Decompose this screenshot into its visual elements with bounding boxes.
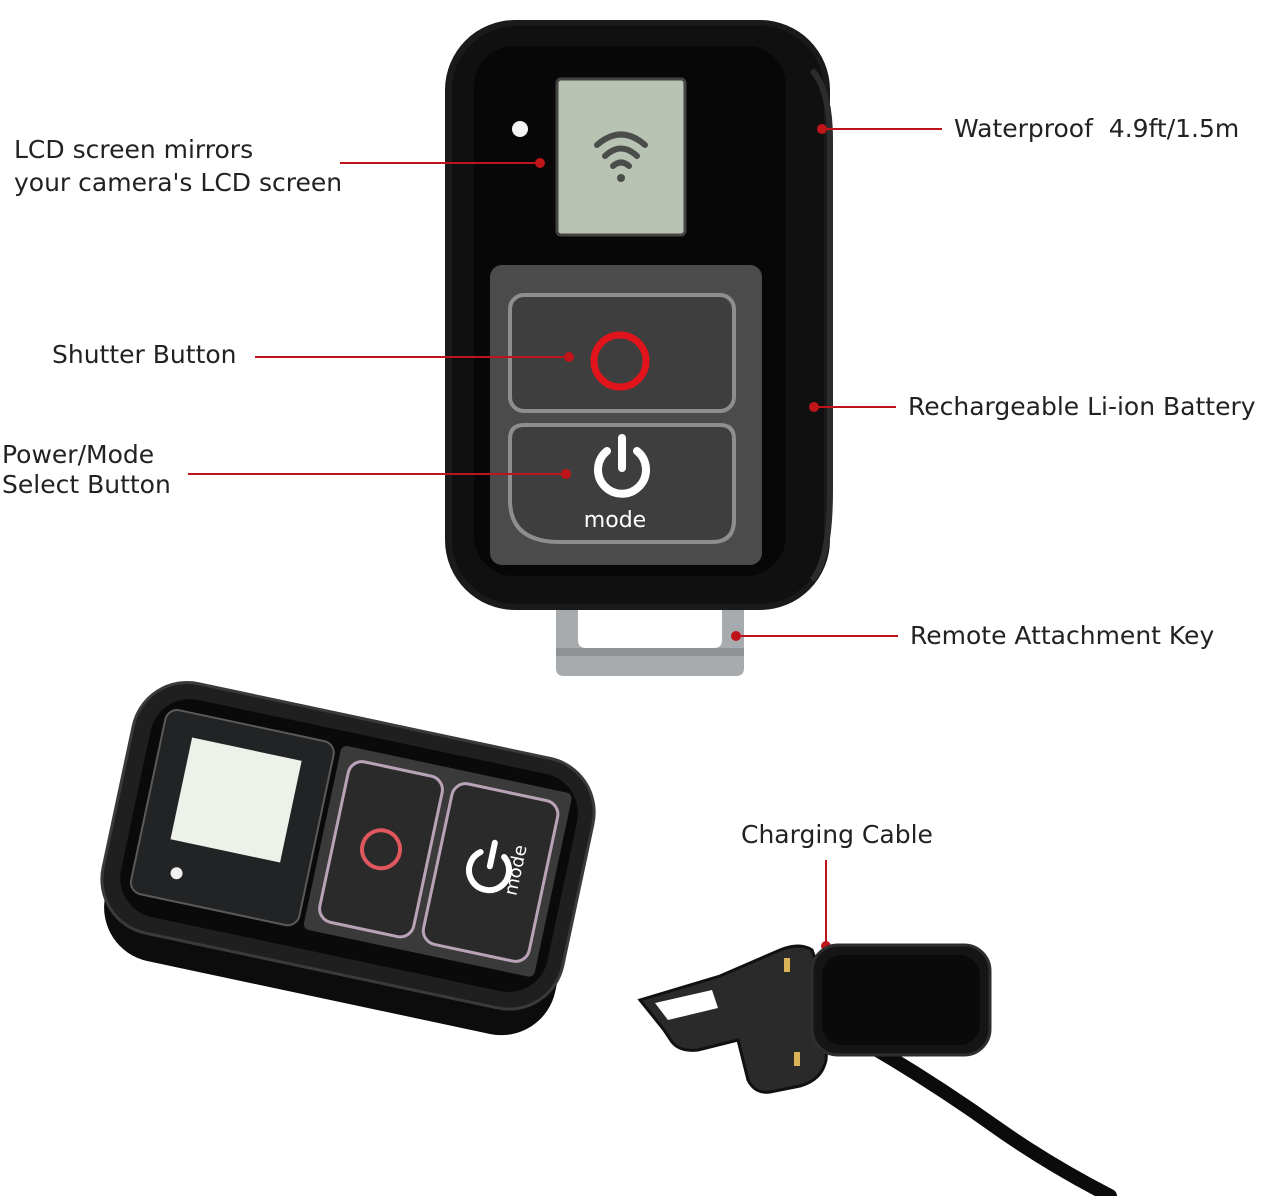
shutter-button-callout: Shutter Button — [52, 340, 237, 369]
angled-mode-button — [421, 782, 560, 963]
wifi-icon — [594, 131, 648, 169]
remote-angled-view: mode — [100, 680, 596, 1036]
lcd-callout-line2: your camera's LCD screen — [14, 168, 343, 197]
angled-lcd-screen — [170, 737, 302, 863]
power-mode-callout: Power/Mode Select Button — [2, 440, 171, 500]
lcd-screen-callout: LCD screen mirrors your camera's LCD scr… — [14, 133, 342, 199]
mode-label: mode — [584, 508, 646, 533]
lcd-screen — [555, 77, 687, 237]
record-circle-icon — [590, 331, 650, 391]
power-callout-line1: Power/Mode — [2, 440, 155, 469]
power-mode-button[interactable]: mode — [508, 423, 736, 544]
callout-lines — [188, 124, 942, 951]
angled-shutter-button — [318, 760, 444, 939]
lcd-callout-line1: LCD screen mirrors — [14, 135, 254, 164]
shutter-button[interactable] — [508, 293, 736, 413]
power-icon — [594, 434, 650, 498]
attachment-key-callout: Remote Attachment Key — [910, 621, 1215, 650]
battery-callout: Rechargeable Li-ion Battery — [908, 392, 1256, 421]
charging-cable — [637, 943, 1117, 1196]
charging-cable-callout: Charging Cable — [741, 820, 933, 849]
remote-front-view: mode — [445, 20, 833, 676]
waterproof-callout: Waterproof 4.9ft/1.5m — [954, 114, 1240, 143]
power-callout-line2: Select Button — [2, 470, 171, 499]
status-led — [512, 121, 528, 137]
